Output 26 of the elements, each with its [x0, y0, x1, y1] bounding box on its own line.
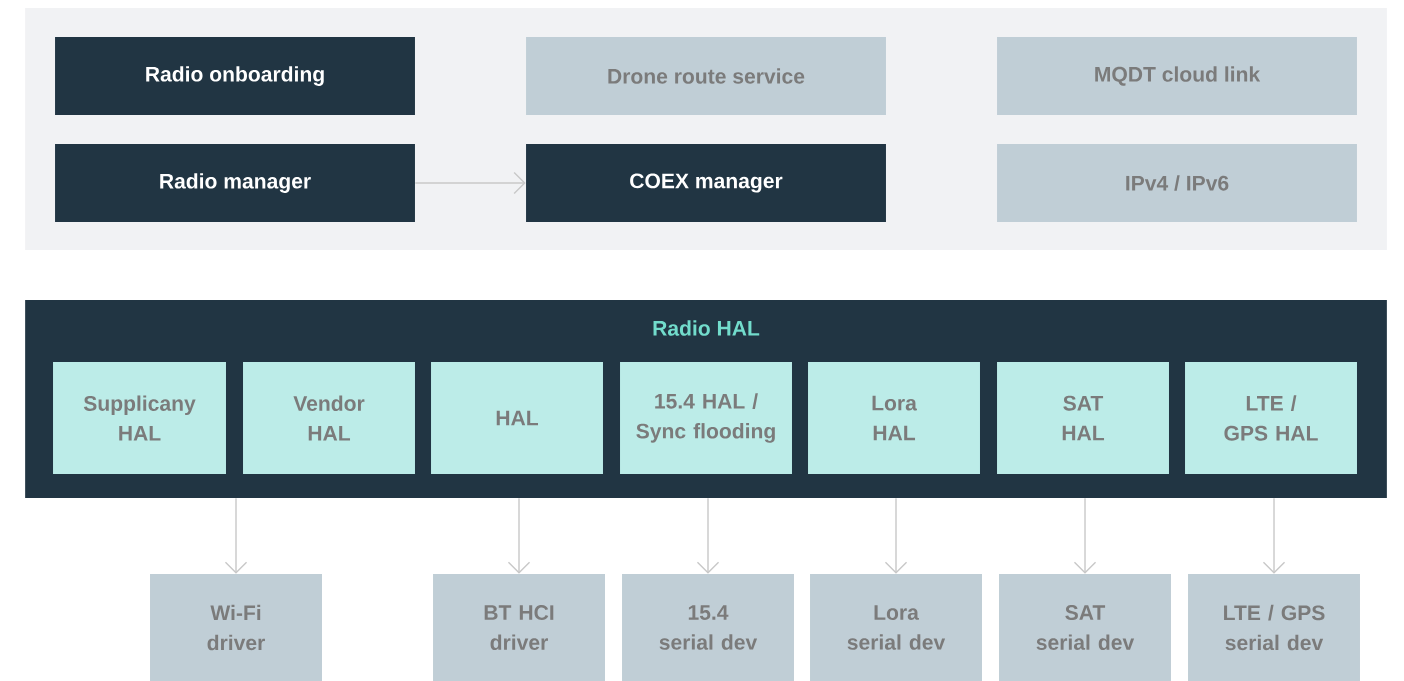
hal-box: HAL	[431, 362, 603, 474]
hal-box: Lora HAL	[808, 362, 980, 474]
hal-box: SAT HAL	[997, 362, 1169, 474]
arrow	[224, 497, 248, 574]
arrow	[414, 171, 526, 195]
arrow	[884, 497, 908, 574]
module-box: SAT serial dev	[999, 574, 1171, 681]
hal-box: 15.4 HAL / Sync flooding	[620, 362, 792, 474]
arrow	[696, 497, 720, 574]
module-box: Radio onboarding	[55, 37, 415, 115]
module-box: Wi-Fi driver	[150, 574, 322, 681]
module-box: MQDT cloud link	[997, 37, 1357, 115]
module-box: 15.4 serial dev	[622, 574, 794, 681]
hal-box: LTE / GPS HAL	[1185, 362, 1357, 474]
module-box: Lora serial dev	[810, 574, 982, 681]
hal-box: Vendor HAL	[243, 362, 415, 474]
hal-box: Supplicany HAL	[53, 362, 226, 474]
arrow	[507, 497, 531, 574]
module-box: LTE / GPS serial dev	[1188, 574, 1360, 681]
module-box: COEX manager	[526, 144, 886, 222]
module-box: BT HCI driver	[433, 574, 605, 681]
arrow	[1262, 497, 1286, 574]
module-box: Drone route service	[526, 37, 886, 115]
module-box: Radio manager	[55, 144, 415, 222]
module-box: IPv4 / IPv6	[997, 144, 1357, 222]
arrow	[1073, 497, 1097, 574]
